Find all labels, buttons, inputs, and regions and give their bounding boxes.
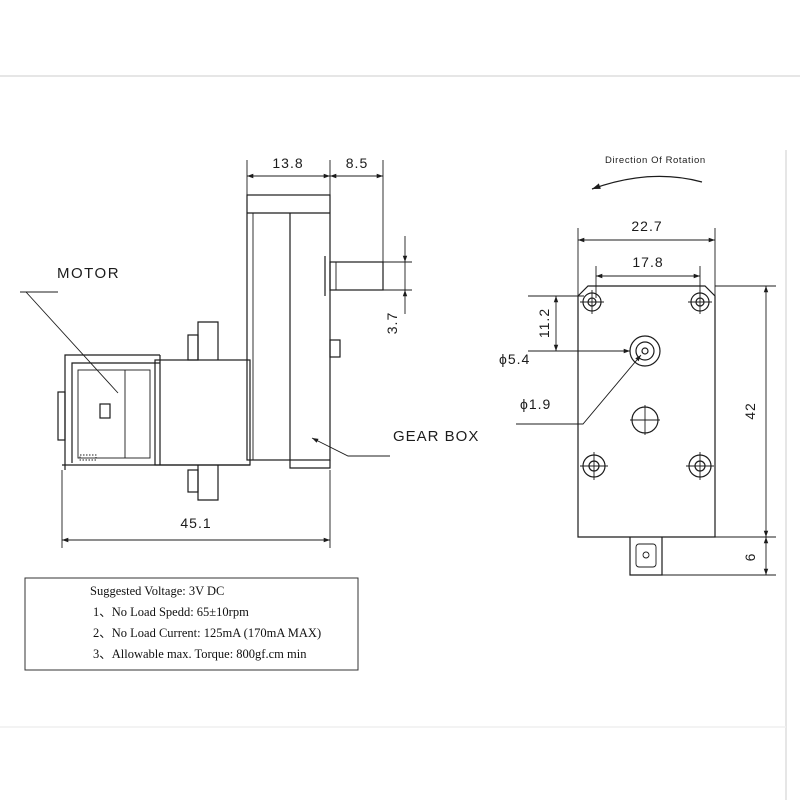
dim-shaft-length: 8.5: [346, 155, 368, 171]
motor-end-cap: [77, 369, 151, 459]
bottom-tab-hole: [642, 551, 650, 559]
spec-item: 2、No Load Current: 125mA (170mA MAX): [93, 626, 321, 640]
shaft-inner-diameter-leader: [516, 354, 642, 425]
upper-tab-rib: [187, 334, 199, 361]
gearbox-body: [246, 194, 331, 461]
motor-bracket-outer: [64, 354, 160, 470]
mounting-hole-bottom-right: [686, 452, 714, 480]
shaft-outer-circle: [629, 335, 661, 367]
bottom-tab-inner: [635, 543, 657, 568]
motor-bracket-lip: [57, 391, 66, 441]
motor-can: [154, 359, 251, 466]
mounting-hole-top-right: [688, 290, 712, 314]
spec-item: 1、No Load Spedd: 65±10rpm: [93, 605, 249, 619]
lower-tab-rib: [187, 469, 199, 493]
gearbox-bottom-lip: [289, 460, 331, 469]
spec-box-frame: [24, 577, 359, 671]
gearbox-side-knob: [329, 339, 341, 358]
dim-body-height: 42: [742, 402, 758, 420]
dim-overall-length: 45.1: [180, 515, 211, 531]
shaft-mid-circle: [635, 341, 655, 361]
side-view: 13.8 8.5 3.7: [20, 155, 479, 548]
spec-box: Suggested Voltage: 3V DC 1、No Load Spedd…: [24, 577, 359, 671]
mounting-hole-bottom-left: [580, 452, 608, 480]
dim-body-width: 22.7: [631, 218, 662, 234]
mounting-hole-top-left: [580, 290, 604, 314]
rotation-arrow-icon: [591, 175, 703, 190]
idler-boss: [630, 405, 660, 435]
dim-hole-spacing: 17.8: [632, 254, 663, 270]
gear-box-leader-line: [311, 437, 390, 457]
motor-leader-line: [25, 291, 119, 394]
dim-shaft-inner-diameter: ϕ1.9: [520, 396, 551, 412]
output-shaft-front: [629, 335, 661, 367]
dim-shaft-offset: 11.2: [536, 308, 552, 338]
dim-shaft-outer-diameter: ϕ5.4: [499, 351, 530, 367]
motor-terminal: [99, 403, 111, 419]
motor-bracket-inner: [71, 362, 160, 463]
spec-item: 3、Allowable max. Torque: 800gf.cm min: [93, 647, 307, 661]
gearbox-bottom-tab: [629, 537, 663, 576]
gear-box-label: GEAR BOX: [393, 428, 479, 445]
upper-mounting-tab: [197, 321, 219, 360]
spec-voltage: Suggested Voltage: 3V DC: [90, 584, 224, 598]
dim-shaft-diameter: 3.7: [384, 312, 400, 334]
front-view: Direction Of Rotation 22.7 17.8: [499, 155, 776, 576]
shaft-bore-circle: [641, 347, 649, 355]
gearbox-front-body: [577, 285, 716, 538]
output-shaft: [329, 261, 384, 291]
dim-gearbox-width: 13.8: [272, 155, 303, 171]
motor-label-strip: [79, 454, 97, 461]
lower-mounting-tab: [197, 465, 219, 501]
rotation-label: Direction Of Rotation: [605, 155, 706, 166]
motor-label: MOTOR: [57, 265, 120, 282]
dim-tab-height: 6: [742, 553, 758, 562]
